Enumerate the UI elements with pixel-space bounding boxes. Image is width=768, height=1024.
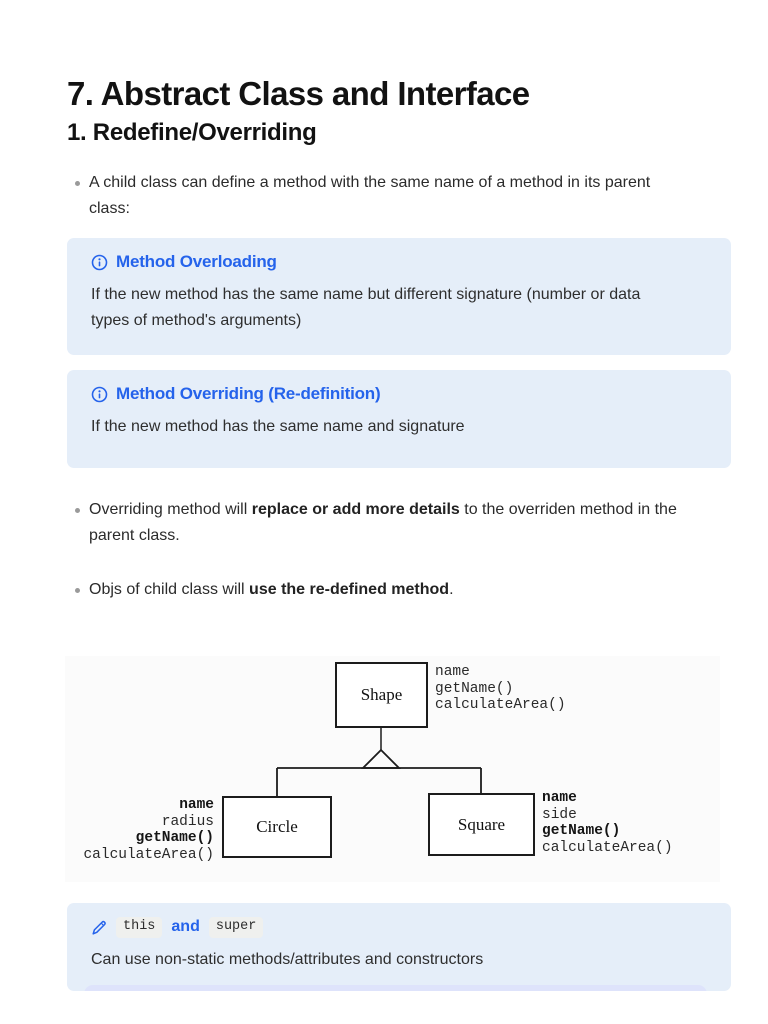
code-block-clipped [84,985,707,991]
class-attrs-shape: name getName() calculateArea() [435,664,566,714]
callout-title: Method Overriding (Re-definition) [116,384,381,403]
class-attrs-circle: name radius getName() calculateArea() [83,797,214,863]
bullet-item: Objs of child class will use the re-defi… [67,577,692,603]
bullet-segment-bold: replace or add more details [251,501,460,518]
callout-header: Method Overloading [91,251,707,273]
attr-line: getName() [542,823,621,839]
bullet-dot [75,588,80,593]
class-name: Circle [256,817,298,836]
callout-header: Method Overriding (Re-definition) [91,383,707,405]
callout-body: If the new method has the same name but … [91,286,641,329]
attr-line: name [435,664,470,680]
attr-line: calculateArea() [83,846,214,863]
attr-line: getName() [435,680,514,697]
bullet-item: Overriding method will replace or add mo… [67,497,692,549]
class-name: Shape [360,685,403,704]
bullet-text: Objs of child class will use the re-defi… [89,577,689,603]
attr-line: getName() [135,830,214,846]
attr-line: name [542,790,577,806]
inline-code-chip: this [116,916,163,938]
attr-line: calculateArea() [435,697,566,713]
callout-this-and-super: this and super Can use non-static method… [67,903,731,991]
class-attrs-square: name side getName() calculateArea() [542,790,673,856]
class-box-circle: Circle [222,796,332,858]
bullet-text: A child class can define a method with t… [89,170,689,222]
callout-method-overriding: Method Overriding (Re-definition) If the… [67,370,731,468]
bullet-segment: . [449,581,454,598]
callout-title: Method Overloading [116,252,277,271]
class-box-square: Square [428,793,535,856]
attr-line: calculateArea() [542,839,673,856]
connector-lines [276,728,482,797]
bullet-segment: Overriding method will [89,501,252,518]
attr-line: side [542,806,577,823]
attr-line: name [179,797,214,813]
page-title: 7. Abstract Class and Interface [67,75,530,112]
class-box-shape: Shape [335,662,428,728]
bullet-segment-bold: use the re-defined method [249,581,450,598]
inline-code-chip: super [208,916,264,938]
bullet-segment: A child class can define a method with t… [89,174,651,217]
bullet-dot [75,508,80,513]
bullet-item: A child class can define a method with t… [67,170,692,222]
attr-line: radius [161,813,214,830]
section-heading: 1. Redefine/Overriding [67,119,317,146]
callout-body: If the new method has the same name and … [91,418,465,435]
callout-header: this and super [91,916,707,938]
callout-body: Can use non-static methods/attributes an… [91,951,484,968]
bullet-text: Overriding method will replace or add mo… [89,497,689,549]
info-icon [91,254,108,271]
bullet-segment: Objs of child class will [89,581,250,598]
callout-title-word: and [171,918,200,935]
inheritance-triangle-icon [360,748,402,769]
bullet-dot [75,181,80,186]
uml-inheritance-diagram: Shape name getName() calculateArea() Cir… [65,656,720,882]
bullet-segment: to the overriden method in the parent cl… [89,501,677,544]
info-icon [91,386,108,403]
pencil-icon [91,919,108,936]
class-name: Square [457,814,506,834]
callout-method-overloading: Method Overloading If the new method has… [67,238,731,355]
